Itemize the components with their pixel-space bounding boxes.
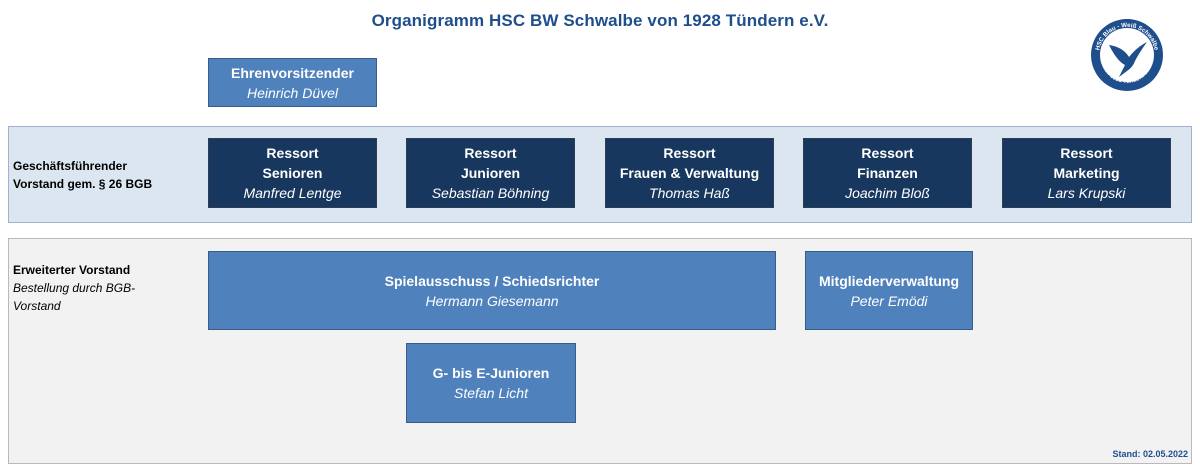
honorary-chairman-box: Ehrenvorsitzender Heinrich Düvel (208, 58, 377, 107)
stand-date: Stand: 02.05.2022 (1112, 449, 1188, 459)
box-role: Ehrenvorsitzender (231, 64, 354, 81)
spielausschuss-box: Spielausschuss / Schiedsrichter Hermann … (208, 251, 776, 330)
executive-board-band (8, 126, 1192, 223)
club-logo: HSC Blau - Weiß Schwalbe von 1928 Tünder… (1091, 19, 1163, 91)
mitgliederverwaltung-box: Mitgliederverwaltung Peter Emödi (805, 251, 973, 330)
ressort-senioren-box: Ressort Senioren Manfred Lentge (208, 138, 377, 208)
extended-board-label: Erweiterter Vorstand Bestellung durch BG… (13, 263, 136, 313)
ressort-junioren-box: Ressort Junioren Sebastian Böhning (406, 138, 575, 208)
executive-board-label: Geschäftsführender Vorstand gem. § 26 BG… (13, 159, 153, 191)
ressort-frauen-verwaltung-box: Ressort Frauen & Verwaltung Thomas Haß (605, 138, 774, 208)
ressort-finanzen-box: Ressort Finanzen Joachim Bloß (803, 138, 972, 208)
ressort-marketing-box: Ressort Marketing Lars Krupski (1002, 138, 1171, 208)
g-bis-e-junioren-box: G- bis E-Junioren Stefan Licht (406, 343, 576, 423)
swallow-icon (1109, 42, 1147, 77)
box-person: Heinrich Düvel (246, 84, 339, 101)
page-title: Organigramm HSC BW Schwalbe von 1928 Tün… (371, 11, 829, 30)
